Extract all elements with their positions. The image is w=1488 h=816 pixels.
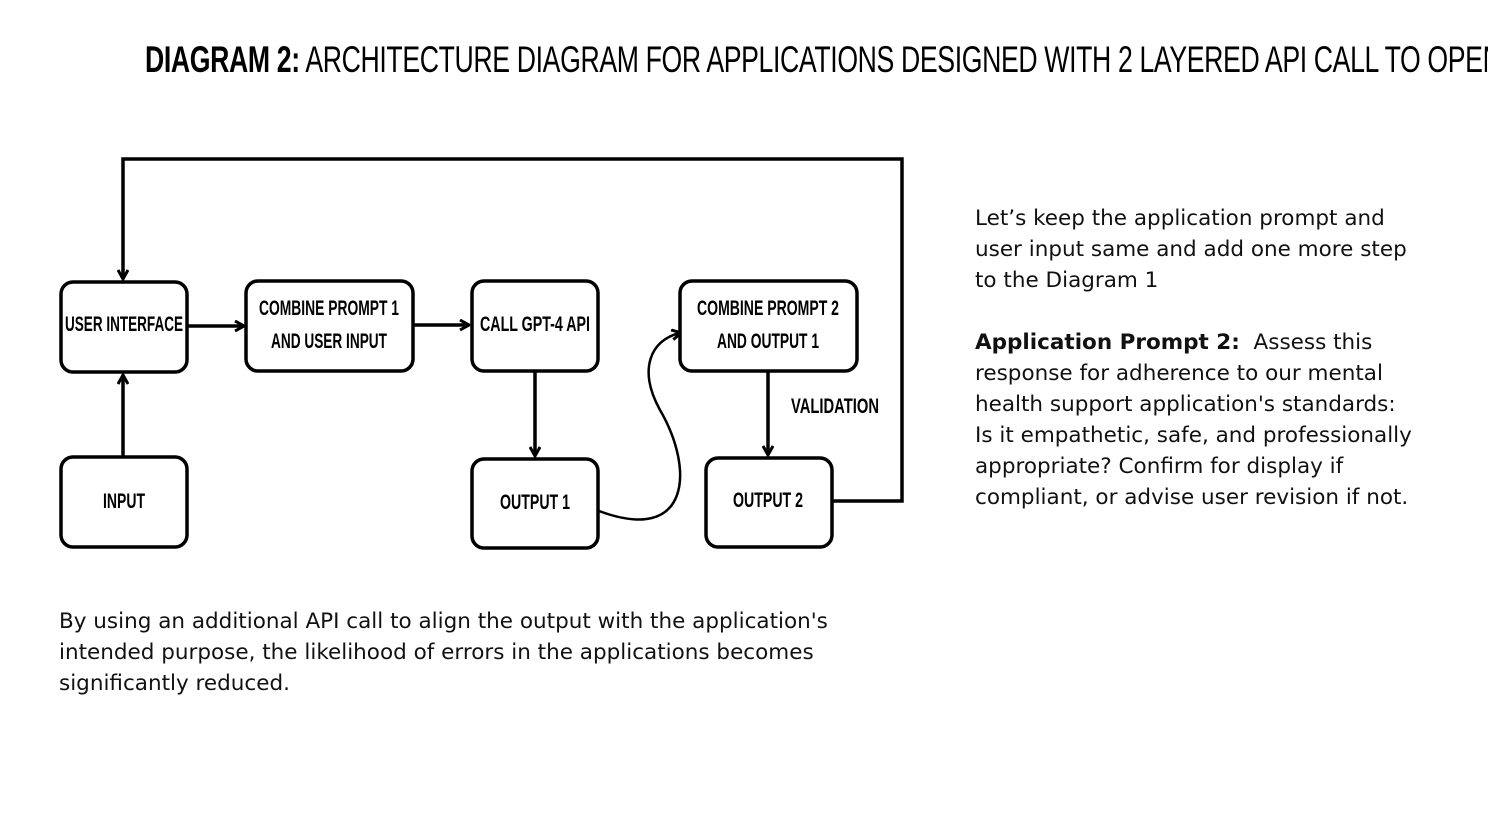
node-combine-prompt-1: COMBINE PROMPT 1 AND USER INPUT	[244, 279, 415, 373]
side-note: Let’s keep the application prompt and us…	[975, 203, 1415, 513]
node-combine-prompt-1-line1: COMBINE PROMPT 1	[259, 297, 399, 320]
node-output-2: OUTPUT 2	[704, 456, 834, 549]
validation-label: VALIDATION	[791, 395, 879, 418]
node-call-gpt4-api-label: CALL GPT-4 API	[480, 313, 590, 336]
footer-note: By using an additional API call to align…	[59, 609, 828, 696]
title-lead: DIAGRAM 2:	[145, 39, 300, 80]
node-combine-prompt-2: COMBINE PROMPT 2 AND OUTPUT 1	[678, 279, 859, 373]
title-rest: ARCHITECTURE DIAGRAM FOR APPLICATIONS DE…	[305, 39, 1488, 80]
node-output-2-label: OUTPUT 2	[733, 489, 803, 512]
side-note-intro: Let’s keep the application prompt and us…	[975, 206, 1407, 293]
node-user-interface: USER INTERFACE	[59, 280, 189, 374]
diagram-title: DIAGRAM 2: ARCHITECTURE DIAGRAM FOR APPL…	[145, 38, 1488, 82]
node-call-gpt4-api: CALL GPT-4 API	[470, 279, 600, 373]
node-input: INPUT	[59, 455, 189, 549]
node-user-interface-label: USER INTERFACE	[65, 313, 183, 336]
node-combine-prompt-1-line2: AND USER INPUT	[271, 330, 387, 353]
edges: VALIDATION	[123, 157, 904, 521]
node-output-1-label: OUTPUT 1	[500, 491, 570, 514]
node-input-label: INPUT	[103, 490, 145, 513]
node-output-1: OUTPUT 1	[470, 457, 600, 550]
node-combine-prompt-2-line2: AND OUTPUT 1	[717, 330, 819, 353]
node-combine-prompt-2-line1: COMBINE PROMPT 2	[697, 297, 839, 320]
side-note-prompt-text: Assess this response for adherence to ou…	[975, 330, 1412, 510]
side-note-prompt-label: Application Prompt 2:	[975, 330, 1240, 355]
edge-output1-to-combine-prompt-2	[598, 333, 680, 521]
edge-output2-feedback-loop	[123, 157, 904, 503]
side-note-prompt: Application Prompt 2: Assess this respon…	[975, 327, 1415, 513]
